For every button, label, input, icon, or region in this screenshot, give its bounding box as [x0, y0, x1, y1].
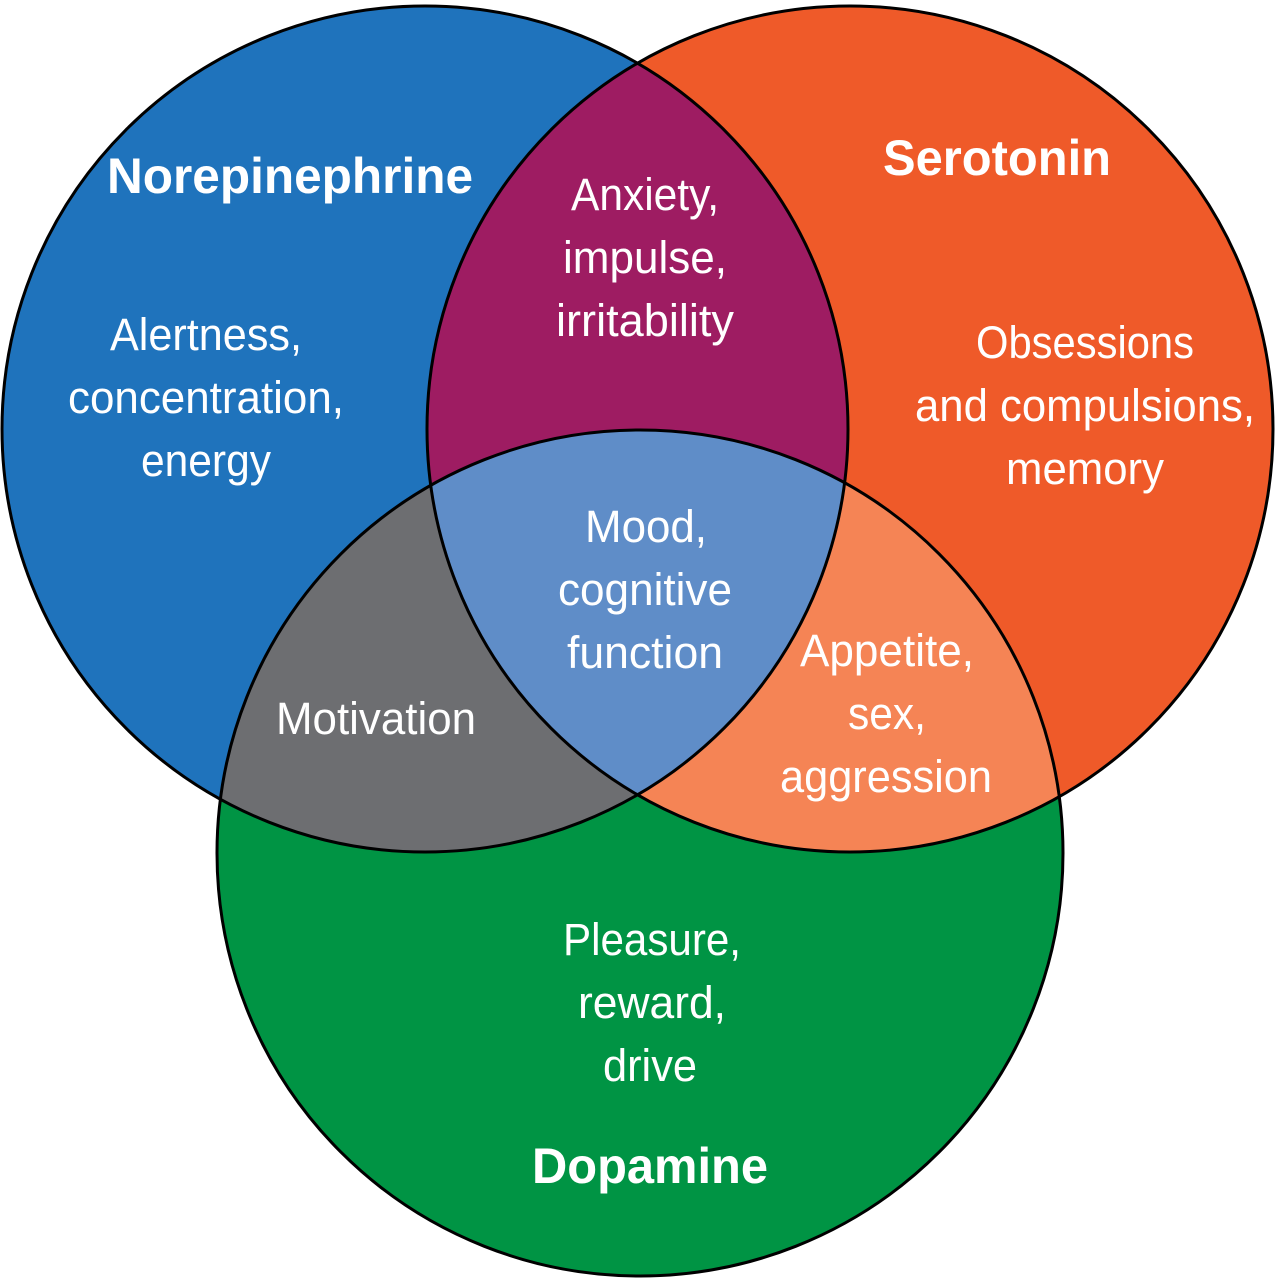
function-text: and compulsions, [915, 380, 1255, 431]
outline-norepinephrine [0, 4, 850, 854]
function-text: Obsessions [976, 317, 1194, 368]
function-text: sex, [848, 688, 926, 739]
function-text: aggression [780, 751, 992, 802]
functions-norepinephrine-serotonin: Anxiety, impulse, irritability [556, 169, 734, 346]
title-norepinephrine: Norepinephrine [107, 148, 473, 204]
function-text: energy [141, 435, 271, 486]
function-text: Appetite, [800, 625, 974, 676]
title-dopamine: Dopamine [532, 1138, 768, 1194]
function-text: Mood, [585, 501, 707, 552]
region-norepinephrine-dopamine [217, 430, 848, 852]
functions-serotonin: Obsessions and compulsions, memory [915, 317, 1255, 494]
function-text: memory [1006, 443, 1164, 494]
function-text: reward, [578, 977, 726, 1028]
functions-norepinephrine-dopamine: Motivation [276, 693, 476, 744]
function-text: drive [603, 1040, 697, 1091]
functions-dopamine: Pleasure, reward, drive [563, 914, 741, 1091]
functions-norepinephrine: Alertness, concentration, energy [68, 309, 344, 486]
function-text: concentration, [68, 372, 344, 423]
function-text: Pleasure, [563, 914, 741, 965]
function-text: function [567, 627, 723, 678]
title-serotonin: Serotonin [883, 130, 1111, 186]
functions-all-three: Mood, cognitive function [558, 501, 732, 678]
outline-dopamine [215, 428, 1065, 1278]
outline-serotonin [425, 4, 1275, 854]
function-text: impulse, [563, 232, 727, 283]
functions-serotonin-dopamine: Appetite, sex, aggression [780, 625, 992, 802]
function-text: Alertness, [110, 309, 302, 360]
function-text: irritability [556, 295, 734, 346]
function-text: Motivation [276, 693, 476, 744]
function-text: Anxiety, [571, 169, 719, 220]
function-text: cognitive [558, 564, 732, 615]
